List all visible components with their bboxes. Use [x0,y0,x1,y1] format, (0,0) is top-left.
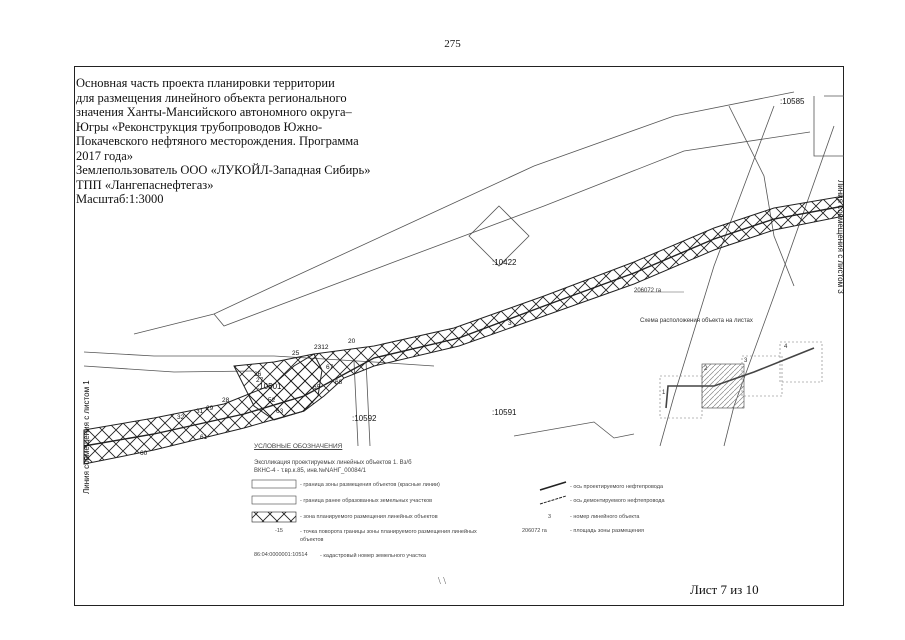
legend-item-pipeline: - ось проектируемого нефтепровода [570,484,664,490]
legend-item-zone: - зона планируемого размещения линейных … [300,514,438,520]
legend-line-pipeline [539,481,567,491]
legend-cadastral-example: 86:04:0000001:10514 [254,552,308,558]
title-line-7: Землепользователь ООО «ЛУКОЙЛ-Западная С… [76,163,371,177]
point-32: 32 [177,414,185,421]
point-67: 67 [326,364,334,371]
point-29: 29 [206,405,214,412]
legend-item-object-number: - номер линейного объекта [570,514,640,520]
point-52: 52 [268,397,276,404]
point-25: 25 [292,350,300,357]
title-line-3: значения Ханты-Мансийского автономного о… [76,105,352,119]
point-63: 63 [276,408,284,415]
title-line-5: Покачевского нефтяного месторождения. Пр… [76,134,359,148]
point-2312: 2312 [314,344,329,351]
inset-scheme [659,341,823,419]
road-lower-2 [83,365,255,373]
title-block: Основная часть проекта планировки террит… [76,76,376,207]
legend-item-turning-point: - точка поворота границы зоны планируемо… [300,529,477,543]
match-line-left: Линия совмещения с листом 1 [82,380,91,494]
road-upper-2 [213,131,811,327]
legend-subtitle: Экспликация проектируемых линейных объек… [254,460,412,474]
title-line-8: ТПП «Лангепаснефтегаз» [76,177,214,192]
road-right-diagonal [728,105,795,287]
bottom-marks: \ \ [438,576,447,587]
inset-title: Схема расположения объекта на листах [640,318,753,324]
title-line-2: для размещения линейного объекта региона… [76,90,347,105]
corner-parcel [813,95,844,157]
inset-sheet-number-4: 4 [784,344,788,350]
pipeline-axis [83,205,844,447]
inset-sheet-1 [659,375,703,419]
inset-sheet-number-1: 1 [662,390,666,396]
legend-symbols [251,479,567,523]
match-line-right: Линия совмещения с листом 3 [836,180,845,294]
object-number: 3 [508,320,512,327]
point-31: 31 [196,408,204,415]
pipeline-corridor [83,195,844,465]
lower-parcel [353,360,371,447]
legend-item-cadastral: - кадастровый номер земельного участка [320,553,426,559]
legend-title: УСЛОВНЫЕ ОБОЗНАЧЕНИЯ [254,443,343,450]
point-26: 26 [254,371,262,378]
point-27: 27 [256,377,264,384]
parcel-label-10501: :10501 [257,382,282,391]
legend-swatch-parcels [251,495,297,505]
legend-item-area: - площадь зоны размещения [570,528,644,534]
inset-sheet-3 [741,355,783,397]
title-line-6: 2017 года» [76,148,133,163]
point-20: 20 [348,338,356,345]
legend-swatch-zone [251,511,297,523]
point-60: 60 [140,450,148,457]
corridor-bulge [233,353,323,421]
map-canvas [83,91,844,523]
legend-item-dismantled: - ось демонтируемого нефтепровода [570,498,665,504]
page-number: 275 [444,38,461,50]
sheet-label: Лист 7 из 10 [690,582,759,597]
map-frame [74,66,844,606]
inset-sheet-number-3: 3 [744,358,748,364]
parcel-label-10585: :10585 [780,97,805,106]
legend-object-number: 3 [548,514,552,520]
road-diag-a [659,105,775,447]
parcel-label-10422: :10422 [492,258,517,267]
legend-item-parcels: - граница ранее образованных земельных у… [300,498,433,504]
legend-marker-15: -15 [275,528,283,534]
inset-route [665,347,815,409]
diamond-parcel [468,205,530,267]
point-68: 68 [335,379,343,386]
point-65: 65 [313,384,321,391]
point-28: 28 [222,397,230,404]
legend-line-dismantled [539,495,567,505]
parcel-label-10591: :10591 [492,408,517,417]
lower-right-parcel [513,421,635,439]
title-line-4: Югры «Реконструкция трубопроводов Южно- [76,119,323,134]
legend-swatch-red-lines [251,479,297,489]
road-lower [83,351,435,367]
title-line-1: Основная часть проекта планировки террит… [76,76,335,90]
title-line-9: Масштаб:1:3000 [76,192,164,206]
inset-sheet-number-2: 2 [704,366,708,372]
parcel-label-10592: :10592 [352,414,377,423]
area-label: 206072 га [634,288,662,294]
point-61: 61 [200,434,208,441]
legend-area-example: 206072 га [522,528,547,534]
legend-item-red-lines: - граница зоны размещения объектов (крас… [300,482,440,488]
